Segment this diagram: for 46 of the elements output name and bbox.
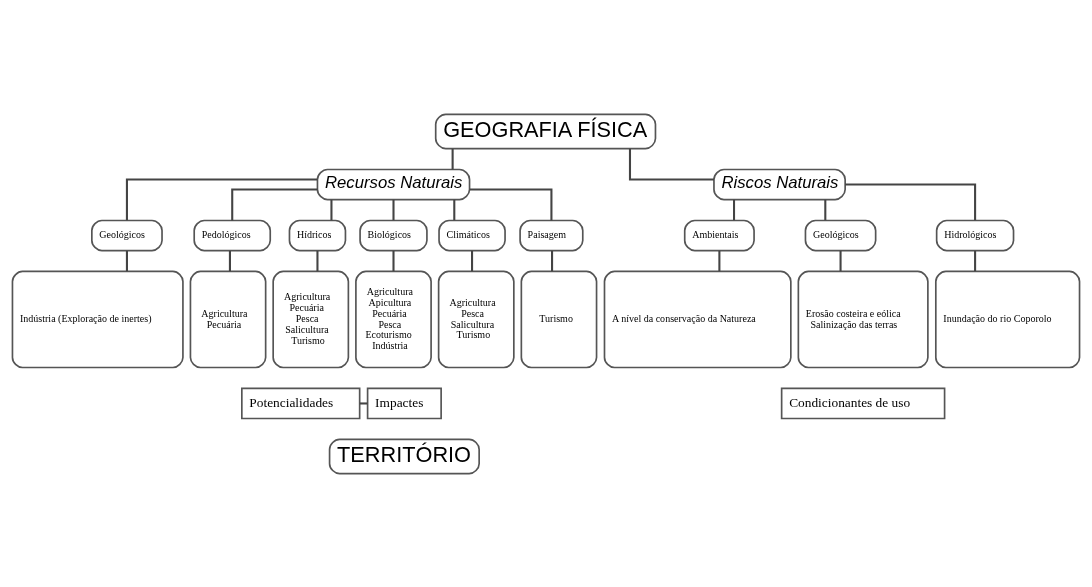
connector [330, 199, 333, 220]
node-box: Recursos Naturais [316, 168, 471, 200]
node-box: Impactes [366, 387, 442, 419]
node-box: TERRITÓRIO [328, 438, 480, 474]
connector [453, 199, 456, 220]
node-box: Pedológicos [193, 219, 272, 251]
connector [824, 199, 827, 220]
connector [359, 401, 368, 404]
connector [718, 250, 721, 271]
connector [392, 199, 395, 220]
connector [732, 199, 736, 220]
node-box: Inundação do rio Coporolo [935, 270, 1081, 368]
connector [228, 250, 231, 271]
node-box: Indústria (Exploração de inertes) [11, 270, 184, 368]
node-box: Riscos Naturais [713, 168, 846, 200]
node-box: Agricultura Apicultura Pecuária Pesca Ecoturismo Indústria [355, 270, 432, 368]
node-box: Agricultura Pesca Salicultura Turismo [437, 270, 515, 368]
node-box: Agricultura Pecuária [189, 270, 267, 368]
node-box: Hídricos [288, 219, 347, 251]
connector [974, 250, 977, 271]
connector [316, 250, 319, 271]
node-box: Geológicos [804, 219, 877, 251]
node-box: Geológicos [91, 219, 163, 251]
connector [839, 250, 842, 271]
connector [125, 177, 318, 220]
connector [125, 250, 128, 271]
node-box: Biológicos [359, 219, 428, 251]
node-box: Ambientais [683, 219, 755, 251]
connector [231, 188, 318, 220]
connector [551, 250, 554, 271]
connector [451, 148, 454, 169]
node-box: Climáticos [438, 219, 506, 251]
node-box: Erosão costeira e eólica Salinização das terras [797, 270, 929, 368]
node-box: Potencialidades [241, 387, 361, 419]
connector [471, 250, 474, 271]
node-box: Paisagem [519, 219, 584, 251]
node-box: Turismo [520, 270, 598, 368]
connector [845, 183, 977, 220]
node-box: Agricultura Pecuária Pesca Salicultura Turismo [272, 270, 350, 368]
node-box: A nível da conservação da Natureza [603, 270, 792, 368]
node-box: Condicionantes de uso [780, 387, 946, 419]
connector [628, 148, 714, 181]
node-box: Hidrológicos [935, 219, 1015, 251]
connector [392, 250, 395, 271]
node-box: GEOGRAFIA FÍSICA [434, 113, 657, 149]
connector [469, 188, 553, 220]
